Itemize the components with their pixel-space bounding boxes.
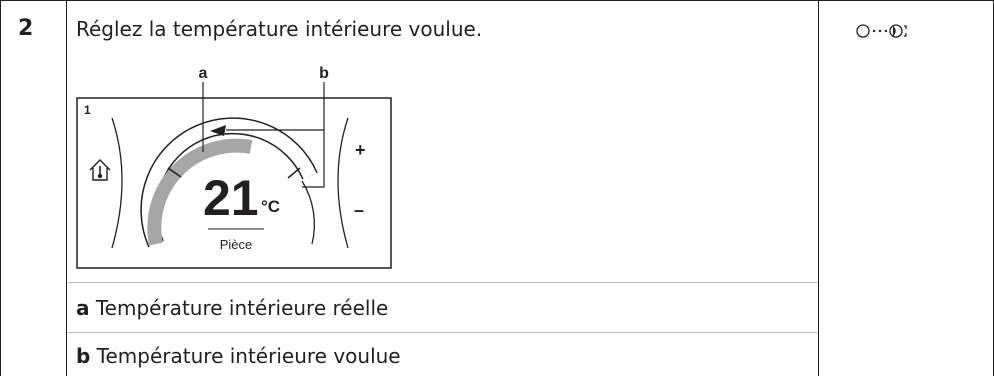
table-column-divider: [66, 0, 67, 376]
legend-item-b: b Température intérieure voulue: [76, 344, 401, 368]
gauge-tick: [167, 167, 182, 178]
right-bracket: [337, 117, 349, 249]
left-bracket: [111, 117, 123, 249]
callout-b-label: b: [319, 65, 329, 82]
thermostat-display-diagram: a b 1 + –: [76, 56, 396, 276]
screen-index: 1: [84, 103, 91, 117]
plus-label: +: [355, 140, 366, 160]
gauge-band: [141, 118, 317, 247]
legend-key: a: [76, 296, 90, 320]
gauge-right-tail: [301, 180, 316, 245]
legend-text: Température intérieure réelle: [89, 296, 389, 320]
temperature-unit: °C: [261, 197, 280, 216]
legend-item-a: a Température intérieure réelle: [76, 296, 388, 320]
step-instruction: Réglez la température intérieure voulue.: [76, 17, 483, 41]
setpoint-arrow-icon: [210, 125, 226, 136]
step-number: 2: [18, 16, 34, 41]
legend-separator: [68, 332, 818, 333]
gauge-actual-fill: [147, 138, 253, 246]
minus-label: –: [354, 200, 364, 220]
callout-a-label: a: [199, 65, 208, 82]
callout-b-line: [302, 82, 325, 188]
table-column-divider: [818, 0, 819, 376]
temperature-value: 21: [203, 170, 259, 226]
table-left-border: [0, 0, 1, 376]
legend-text: Température intérieure voulue: [90, 344, 401, 368]
zone-label: Pièce: [220, 237, 253, 252]
gauge-tick: [287, 167, 301, 179]
table-top-border: [0, 0, 994, 1]
house-thermometer-icon: [89, 159, 111, 181]
legend-separator: [68, 282, 818, 283]
legend-key: b: [76, 344, 91, 368]
turn-dial-icon: [855, 20, 945, 42]
